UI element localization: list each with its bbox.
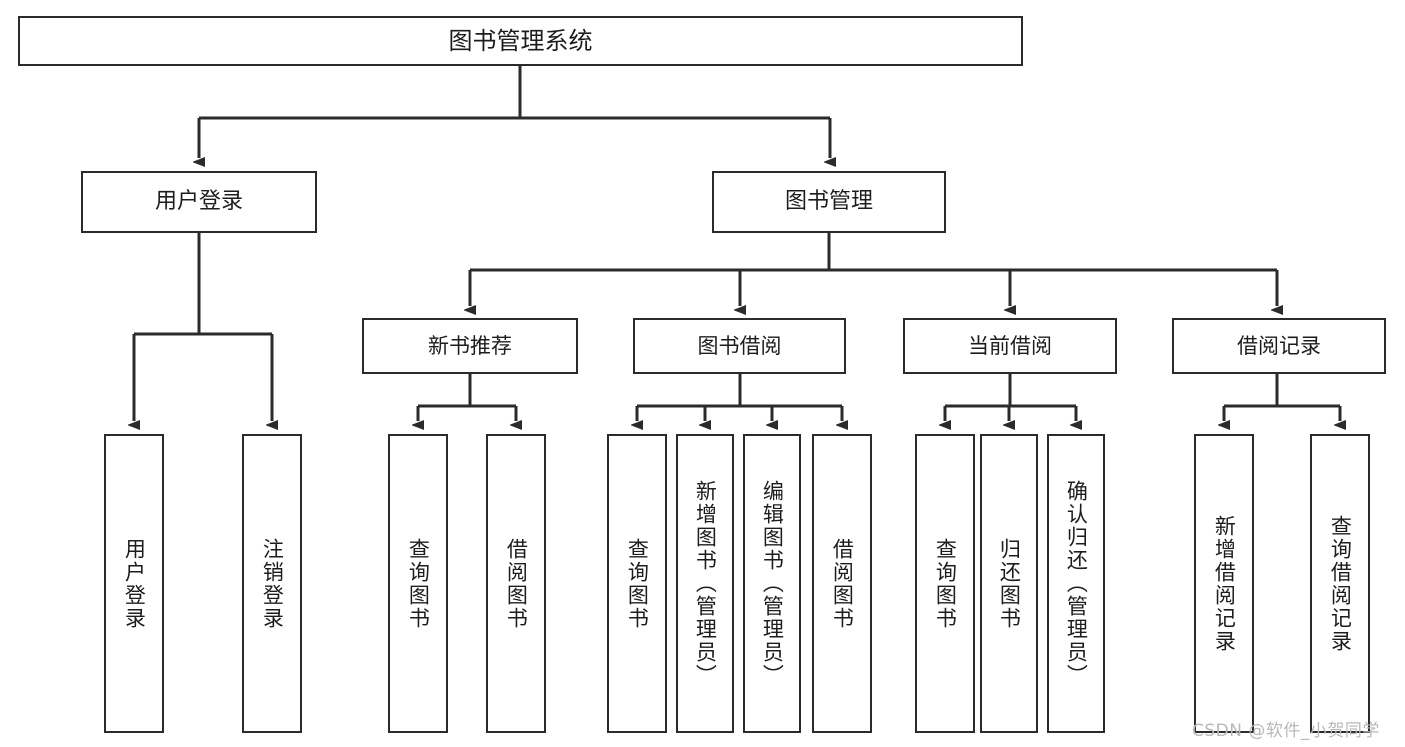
node-leaf-add-book[interactable]: 新增图书（管理员） xyxy=(676,434,734,733)
node-leaf-logout[interactable]: 注销登录 xyxy=(242,434,302,733)
node-leaf-query-book-1-label: 查询图书 xyxy=(406,537,431,630)
node-borrow-record[interactable]: 借阅记录 xyxy=(1172,318,1386,374)
node-user-login-label: 用户登录 xyxy=(154,189,243,215)
node-leaf-confirm-return[interactable]: 确认归还（管理员） xyxy=(1047,434,1105,733)
node-leaf-return-book-label: 归还图书 xyxy=(997,537,1022,630)
node-leaf-borrow-book-1-label: 借阅图书 xyxy=(504,537,529,630)
node-leaf-user-login-label: 用户登录 xyxy=(122,537,147,630)
node-book-borrow[interactable]: 图书借阅 xyxy=(633,318,846,374)
watermark-text: CSDN @软件_小贺同学 xyxy=(1192,721,1380,741)
node-leaf-add-record[interactable]: 新增借阅记录 xyxy=(1194,434,1254,733)
node-new-book-recommend[interactable]: 新书推荐 xyxy=(362,318,578,374)
node-book-management-label: 图书管理 xyxy=(784,189,873,215)
node-book-borrow-label: 图书借阅 xyxy=(697,333,782,358)
node-borrow-record-label: 借阅记录 xyxy=(1237,333,1321,358)
node-leaf-borrow-book-2[interactable]: 借阅图书 xyxy=(812,434,872,733)
node-user-login[interactable]: 用户登录 xyxy=(81,171,317,233)
node-leaf-query-book-3-label: 查询图书 xyxy=(933,537,958,630)
node-leaf-edit-book[interactable]: 编辑图书（管理员） xyxy=(743,434,801,733)
node-current-borrow-label: 当前借阅 xyxy=(968,333,1052,358)
node-leaf-borrow-book-2-label: 借阅图书 xyxy=(830,537,855,630)
node-leaf-edit-book-label: 编辑图书（管理员） xyxy=(760,480,785,687)
node-leaf-query-book-1[interactable]: 查询图书 xyxy=(388,434,448,733)
node-leaf-return-book[interactable]: 归还图书 xyxy=(980,434,1038,733)
node-book-management[interactable]: 图书管理 xyxy=(712,171,946,233)
node-leaf-add-record-label: 新增借阅记录 xyxy=(1212,514,1237,653)
node-leaf-logout-label: 注销登录 xyxy=(260,537,285,630)
node-current-borrow[interactable]: 当前借阅 xyxy=(903,318,1117,374)
node-root-label: 图书管理系统 xyxy=(448,26,593,55)
node-leaf-borrow-book-1[interactable]: 借阅图书 xyxy=(486,434,546,733)
node-leaf-add-book-label: 新增图书（管理员） xyxy=(693,480,718,687)
node-leaf-query-record[interactable]: 查询借阅记录 xyxy=(1310,434,1370,733)
node-leaf-query-record-label: 查询借阅记录 xyxy=(1328,514,1353,653)
node-leaf-confirm-return-label: 确认归还（管理员） xyxy=(1064,480,1089,687)
node-leaf-user-login[interactable]: 用户登录 xyxy=(104,434,164,733)
node-leaf-query-book-3[interactable]: 查询图书 xyxy=(915,434,975,733)
node-leaf-query-book-2[interactable]: 查询图书 xyxy=(607,434,667,733)
node-new-book-recommend-label: 新书推荐 xyxy=(428,333,512,358)
node-root[interactable]: 图书管理系统 xyxy=(18,16,1023,66)
node-leaf-query-book-2-label: 查询图书 xyxy=(625,537,650,630)
